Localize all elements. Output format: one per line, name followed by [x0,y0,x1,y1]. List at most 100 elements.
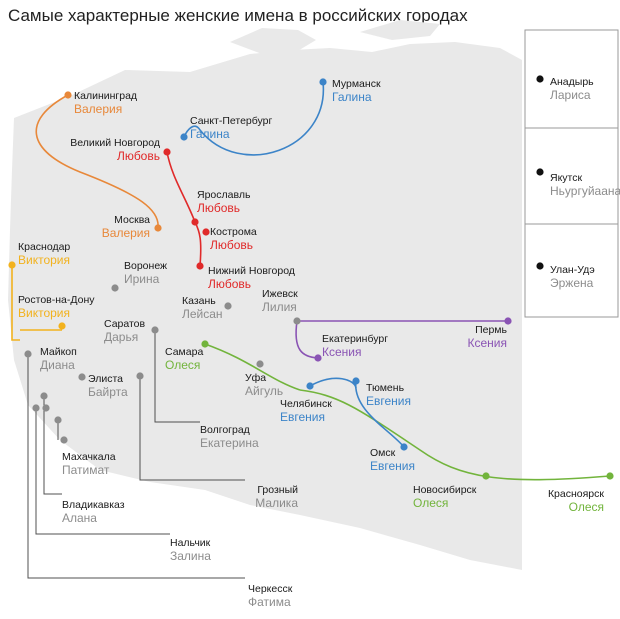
name-label: Евгения [366,394,411,408]
city-label: Краснодар [18,241,70,253]
name-label: Эржена [550,276,594,290]
name-label: Олеся [569,500,604,514]
city-label: Воронеж [124,260,167,272]
city-label: Волгоград [200,424,250,436]
name-label: Екатерина [200,436,259,450]
city-dot [40,392,48,400]
city-label: Грозный [257,484,298,496]
city-label: Якутск [550,172,582,184]
city-dot [319,78,327,86]
city-label: Пермь [475,324,507,336]
city-dot [24,350,32,358]
name-label: Олеся [165,358,200,372]
city-dot [606,472,614,480]
name-label: Малика [255,496,298,510]
name-label: Байрта [88,385,128,399]
city-label: Кострома [210,226,257,238]
name-label: Ксения [468,336,508,350]
name-label: Лариса [550,88,591,102]
city-dot [154,224,162,232]
city-label: Мурманск [332,78,381,90]
name-label: Залина [170,549,211,563]
city-dot [163,148,171,156]
city-label: Саратов [104,318,146,330]
city-label: Улан-Удэ [550,264,595,276]
leader-line [43,396,62,495]
connector-lines [11,81,611,579]
city-dot [60,436,68,444]
route-murmansk-spb [183,81,325,156]
city-label: Майкоп [40,346,77,358]
city-dot [201,340,209,348]
city-dot [58,322,66,330]
name-label: Айгуль [245,384,283,398]
name-label: Алана [62,511,97,525]
route-ekaterinburg-perm-a [295,320,319,359]
city-label: Элиста [88,373,123,385]
city-label: Ярославль [197,189,251,201]
city-label: Тюмень [366,382,405,394]
name-label: Галина [190,127,230,141]
name-label: Любовь [197,201,240,215]
name-label: Лилия [262,300,297,314]
name-label: Галина [332,90,372,104]
city-dot [191,218,199,226]
city-dot [352,377,360,385]
city-label: Санкт-Петербург [190,115,273,127]
city-dot [536,262,544,270]
name-label: Виктория [18,306,70,320]
city-label: Ижевск [262,288,298,300]
leader-line [35,408,170,535]
city-dot [482,472,490,480]
land-novaya-zemlya [360,20,440,40]
city-dot [151,326,159,334]
leader-line [27,354,245,579]
city-dot [314,354,322,362]
name-label: Виктория [18,253,70,267]
city-dot [32,404,40,412]
city-markers: КалининградВалерияМоскваВалерияМурманскГ… [8,75,620,609]
name-label: Олеся [413,496,448,510]
city-label: Москва [114,214,150,226]
name-label: Дарья [104,330,138,344]
name-label: Ксения [322,345,362,359]
city-label: Омск [370,447,396,459]
city-dot [180,133,188,141]
city-label: Черкесск [248,583,293,595]
route-tyumen-omsk [355,380,405,448]
city-dot [54,416,62,424]
city-dot [136,372,144,380]
city-label: Самара [165,346,203,358]
name-label: Евгения [370,459,415,473]
city-label: Нальчик [170,537,211,549]
city-label: Челябинск [280,398,332,410]
city-dot [111,284,119,292]
map-title: Самые характерные женские имена в россий… [8,6,468,25]
city-dot [202,228,210,236]
land-main [8,42,522,570]
city-label: Махачкала [62,451,116,463]
name-label: Любовь [208,277,251,291]
city-label: Казань [182,295,216,307]
